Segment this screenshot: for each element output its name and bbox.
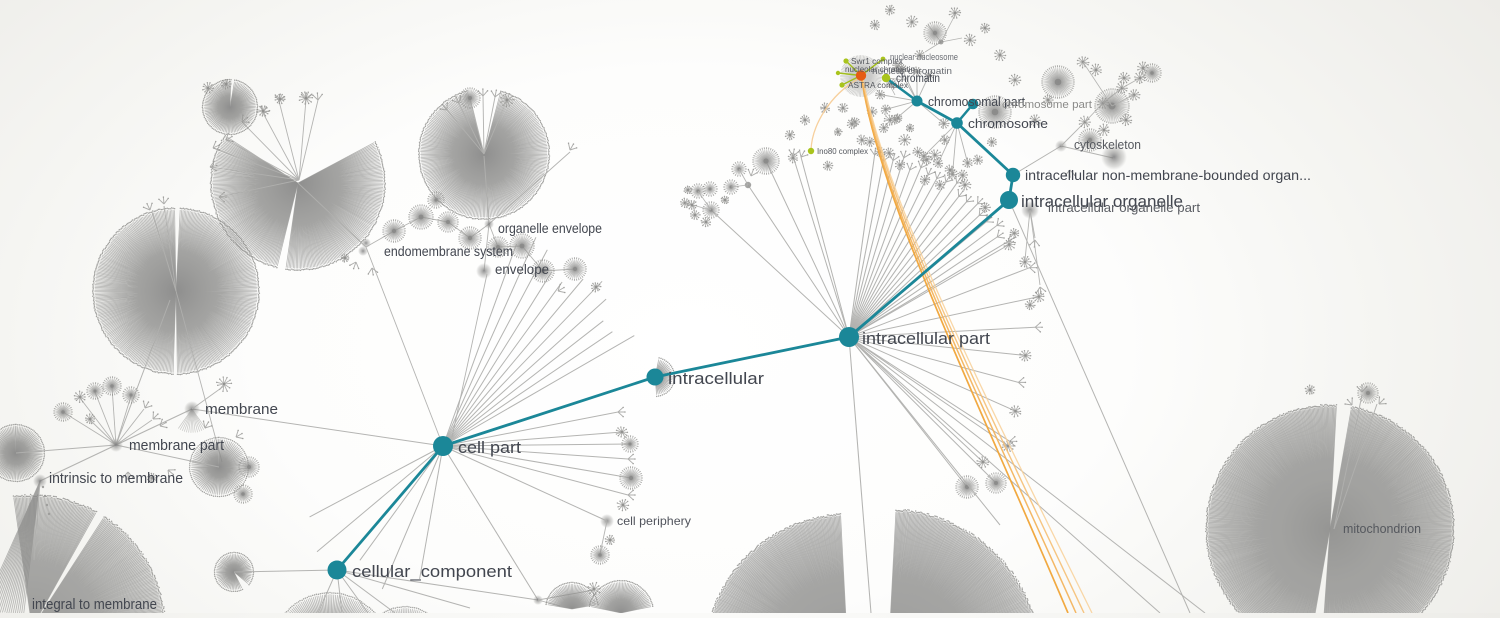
svg-text:endomembrane system: endomembrane system xyxy=(384,244,513,259)
svg-text:envelope: envelope xyxy=(495,262,549,277)
svg-text:Swr1 complex: Swr1 complex xyxy=(851,56,904,66)
svg-text:Ino80 complex: Ino80 complex xyxy=(817,146,869,156)
svg-text:chromosomal part: chromosomal part xyxy=(928,94,1025,109)
svg-text:chromosome: chromosome xyxy=(968,116,1048,131)
svg-text:cellular_component: cellular_component xyxy=(352,562,512,581)
svg-text:chromatin: chromatin xyxy=(896,73,940,85)
svg-text:intracellular organelle: intracellular organelle xyxy=(1021,192,1183,211)
svg-text:intracellular: intracellular xyxy=(668,369,764,388)
svg-text:membrane part: membrane part xyxy=(129,437,225,454)
svg-text:cell part: cell part xyxy=(458,438,521,457)
svg-text:organelle envelope: organelle envelope xyxy=(498,221,602,236)
svg-text:intrinsic to membrane: intrinsic to membrane xyxy=(49,470,183,487)
svg-text:integral to membrane: integral to membrane xyxy=(32,596,157,613)
svg-text:mitochondrion: mitochondrion xyxy=(1343,522,1421,536)
svg-text:nuclear nucleosome: nuclear nucleosome xyxy=(890,52,958,63)
svg-text:chromosome part: chromosome part xyxy=(1002,99,1092,111)
svg-text:cytoskeleton: cytoskeleton xyxy=(1074,138,1141,152)
svg-text:nucleolar chromatin: nucleolar chromatin xyxy=(845,64,915,74)
svg-text:cell periphery: cell periphery xyxy=(617,514,691,528)
svg-text:intracellular non-membrane-bou: intracellular non-membrane-bounded organ… xyxy=(1025,168,1311,183)
svg-text:intracellular part: intracellular part xyxy=(862,329,990,348)
svg-text:intracellular organelle part: intracellular organelle part xyxy=(1048,200,1200,215)
svg-text:ASTRA complex: ASTRA complex xyxy=(848,80,909,90)
svg-text:membrane: membrane xyxy=(205,401,278,418)
svg-text:nuclear chromatin: nuclear chromatin xyxy=(872,66,952,77)
